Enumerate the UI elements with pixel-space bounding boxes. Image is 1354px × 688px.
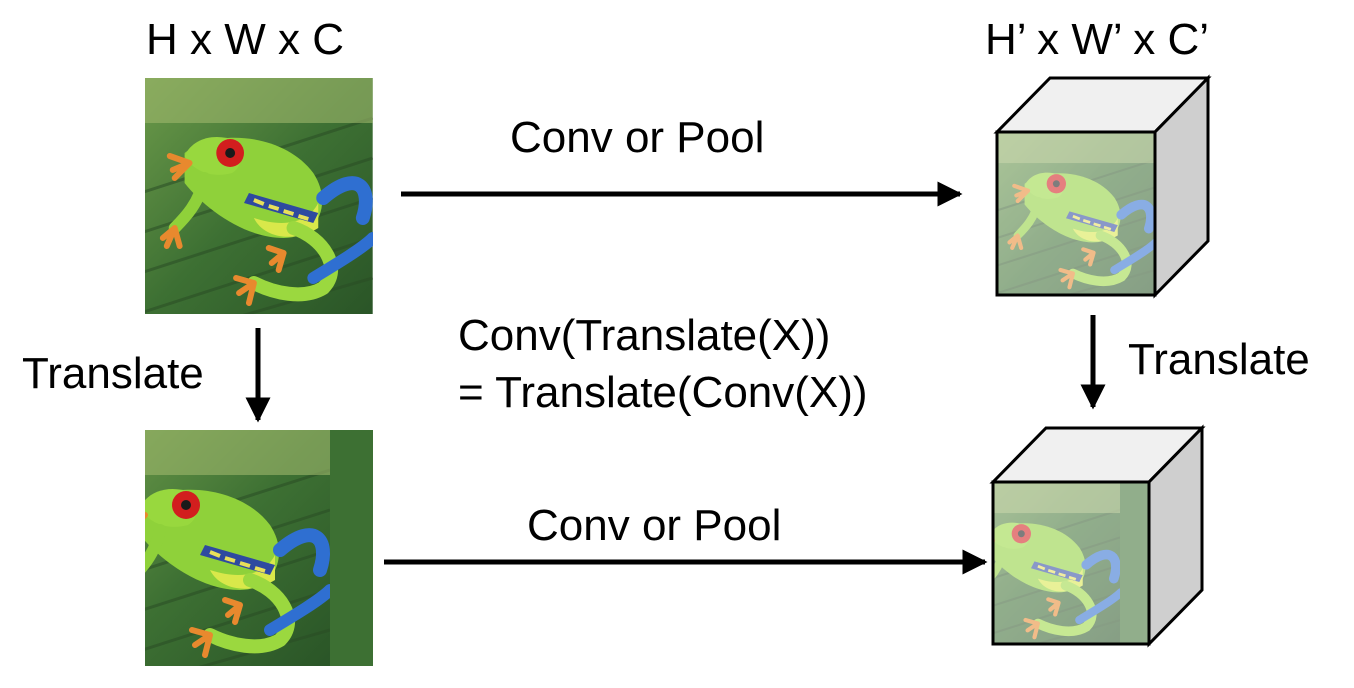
input-frog-image — [125, 78, 373, 338]
output-feature-cube — [993, 74, 1212, 299]
cube-front-face — [995, 130, 1157, 297]
input-dims-label: H x W x C — [146, 15, 344, 64]
equivariance-equation-line2: = Translate(Conv(X)) — [458, 368, 868, 417]
cube-front-frog — [948, 482, 1149, 644]
output-dims-label: H’ x W’ x C’ — [985, 15, 1210, 64]
right-translate-label: Translate — [1128, 335, 1310, 384]
left-translate-label: Translate — [22, 349, 204, 398]
translated-feature-cube — [948, 424, 1206, 648]
bottom-conv-label: Conv or Pool — [527, 501, 782, 550]
equivariance-equation-line1: Conv(Translate(X)) — [458, 311, 831, 360]
translated-frog-image — [80, 430, 373, 666]
cube-front-face — [991, 480, 1151, 646]
top-conv-label: Conv or Pool — [510, 113, 765, 162]
